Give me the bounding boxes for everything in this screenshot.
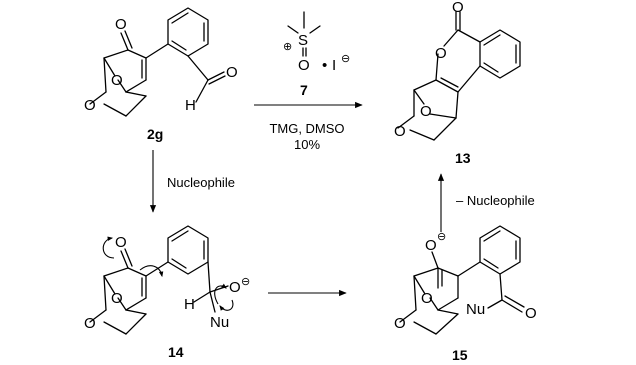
- compound-14: [89, 225, 234, 335]
- curly-arrow: [219, 299, 234, 311]
- atom-o: O: [84, 97, 96, 114]
- atom-o: O: [115, 16, 127, 33]
- plus-charge: ⊕: [283, 41, 292, 53]
- compound-label-14: 14: [168, 344, 184, 360]
- compound-13: [397, 11, 521, 141]
- compound-label-2g: 2g: [147, 126, 163, 142]
- compound-label-15: 15: [452, 347, 468, 363]
- left-condition: Nucleophile: [167, 175, 235, 190]
- compound-label-7: 7: [300, 82, 308, 98]
- atom-i: I: [332, 57, 336, 74]
- minus-charge: ⊖: [437, 231, 446, 243]
- atom-nu: Nu: [210, 314, 229, 331]
- atom-o: O: [420, 103, 432, 120]
- atom-o: O: [394, 315, 406, 332]
- minus-charge: ⊖: [341, 53, 350, 65]
- atom-o: O: [229, 279, 241, 296]
- minus-charge: ⊖: [241, 276, 250, 288]
- atom-o: O: [435, 45, 447, 62]
- atom-s: S: [298, 32, 308, 49]
- atom-o: O: [452, 0, 464, 16]
- curly-arrow: [214, 283, 227, 305]
- reagent-7: [287, 11, 321, 57]
- atom-h: H: [184, 296, 195, 313]
- conditions-line2: 10%: [294, 137, 320, 152]
- atom-o: O: [115, 234, 127, 251]
- atom-h: H: [185, 97, 196, 114]
- compound-2g: [89, 7, 226, 117]
- atom-o: O: [84, 315, 96, 332]
- compound-label-13: 13: [455, 150, 471, 166]
- curly-arrow: [102, 236, 115, 259]
- atom-o: O: [111, 72, 123, 89]
- atom-nu: Nu: [466, 301, 485, 318]
- atom-o: O: [111, 290, 123, 307]
- atom-o: O: [525, 305, 537, 322]
- atom-o: O: [425, 237, 437, 254]
- right-condition: – Nucleophile: [456, 193, 535, 208]
- conditions-line1: TMG, DMSO: [269, 121, 344, 136]
- compound-15: [399, 225, 525, 335]
- atom-o: O: [421, 290, 433, 307]
- curly-arrow: [139, 265, 164, 278]
- atom-o: O: [394, 123, 406, 140]
- atom-o: O: [226, 64, 238, 81]
- dot: •: [322, 57, 327, 74]
- atom-o: O: [298, 57, 310, 74]
